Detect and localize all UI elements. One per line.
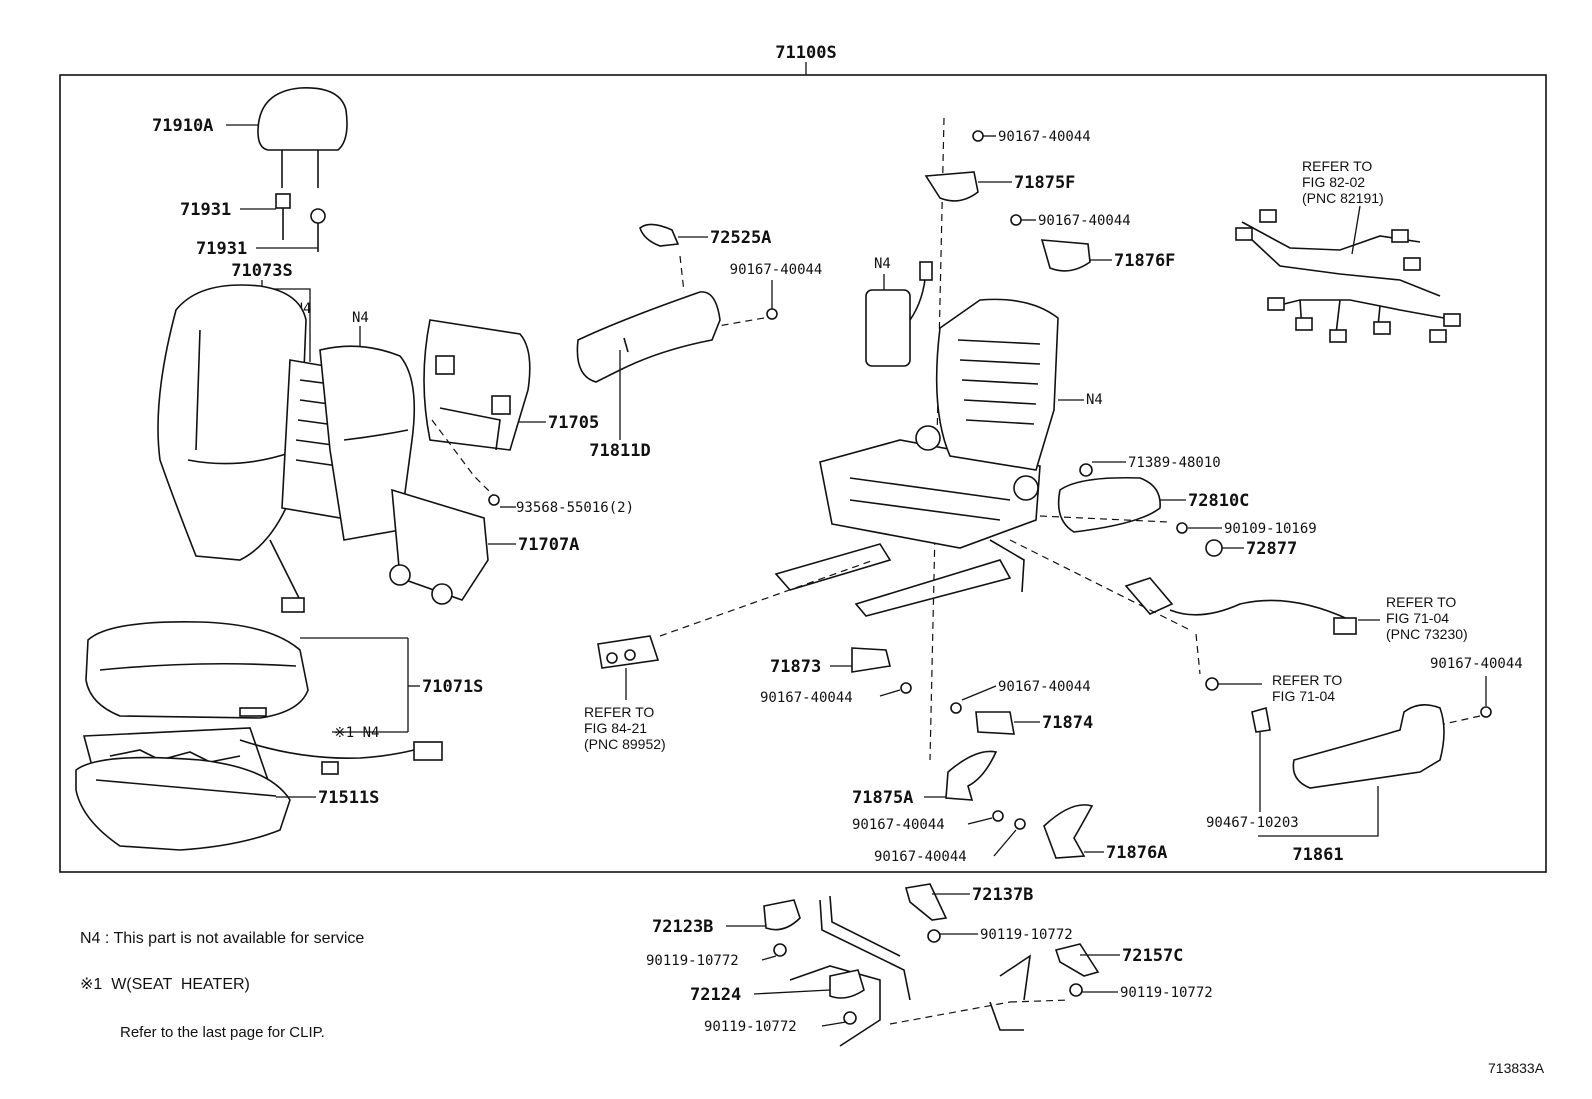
note-clip: Refer to the last page for CLIP.: [120, 1024, 325, 1041]
cover-71876f-drawing: [1040, 239, 1091, 272]
part-71705-label: 71705: [548, 413, 599, 433]
screw-90119-label-k: 90119-10772: [1120, 985, 1213, 1001]
cover-72137b-drawing: [904, 883, 948, 921]
part-71876f-label: 71876F: [1114, 251, 1175, 271]
part-71931-label-1: 71931: [180, 200, 231, 220]
screw-90167-label-c: 90167-40044: [760, 690, 853, 706]
assembly-frame: [59, 74, 1547, 873]
screw-90167-label-top: 90167-40044: [998, 129, 1091, 145]
part-71931-label-2: 71931: [196, 239, 247, 259]
lower-frame-drawing: [789, 895, 1032, 1047]
part-72525a-label: 72525A: [710, 228, 771, 248]
part-71873-label: 71873: [770, 657, 821, 677]
cover-71873-drawing: [851, 647, 891, 673]
cover-71875f-drawing: [924, 171, 979, 202]
ref-wire-harness: REFER TO FIG 82-02 (PNC 82191): [1302, 158, 1384, 206]
part-93568-label: 93568-55016(2): [516, 500, 634, 516]
figure-id: 713833A: [1488, 1060, 1545, 1076]
screw-90167-label-a: 90167-40044: [730, 262, 823, 278]
seat-belt-buckle-drawing: [1124, 577, 1357, 635]
side-shield-drawing: [576, 291, 721, 383]
armrest-drawing: [1057, 476, 1161, 533]
shield-71861-drawing: [1292, 704, 1445, 789]
note-n4: N4 : This part is not available for serv…: [80, 930, 365, 947]
screw-90119-label-j: 90119-10772: [980, 927, 1073, 943]
part-71874-label: 71874: [1042, 713, 1093, 733]
screw-90167-label-g: 90167-40044: [1430, 656, 1523, 672]
side-airbag-drawing: [865, 261, 933, 367]
seat-cushion-drawing: [85, 621, 309, 719]
part-72123b-label: 72123B: [652, 917, 713, 937]
seatback-lower-board-drawing: [389, 488, 489, 605]
airbag-n4-note: N4: [874, 256, 891, 272]
ref-seat-switch: REFER TO FIG 84-21 (PNC 89952): [584, 704, 666, 752]
cover-71875a-drawing: [945, 750, 998, 801]
part-72877-label: 72877: [1246, 539, 1297, 559]
seatback-board-drawing: [423, 319, 531, 451]
screw-90167-label-d: 90167-40044: [998, 679, 1091, 695]
screw-90167-label-b: 90167-40044: [1038, 213, 1131, 229]
headrest-drawing: [257, 87, 348, 188]
part-71707a-label: 71707A: [518, 535, 579, 555]
part-72810c-label: 72810C: [1188, 491, 1249, 511]
airbag-cover-drawing: [639, 223, 680, 247]
part-71071s-label: 71071S: [422, 677, 483, 697]
part-71511s-label: 71511S: [318, 788, 379, 808]
part-71875f-label: 71875F: [1014, 173, 1075, 193]
part-71910a-label: 71910A: [152, 116, 213, 136]
cover-72123b-drawing: [763, 899, 801, 931]
bolt-71389-label: 71389-48010: [1128, 455, 1221, 471]
note-seat-heater: ※1 W(SEAT HEATER): [80, 976, 250, 993]
part-71073s-label: 71073S: [231, 261, 292, 281]
screw-90119-label-h: 90119-10772: [646, 953, 739, 969]
ref-anchor: REFER TO FIG 71-04: [1272, 672, 1343, 704]
back-pad-note: N4: [352, 310, 369, 326]
ref-seat-belt: REFER TO FIG 71-04 (PNC 73230): [1386, 594, 1468, 642]
frame-n4-note: N4: [1086, 392, 1103, 408]
cover-71874-drawing: [975, 711, 1015, 735]
headrest-support-drawing: [275, 193, 326, 252]
screw-90119-label-i: 90119-10772: [704, 1019, 797, 1035]
screw-90109-label: 90109-10169: [1224, 521, 1317, 537]
cover-72124-drawing: [829, 969, 865, 999]
seatback-pad-drawing: [319, 345, 416, 541]
part-72157c-label: 72157C: [1122, 946, 1183, 966]
part-71876a-label: 71876A: [1106, 843, 1167, 863]
clip-90467-label: 90467-10203: [1206, 815, 1299, 831]
screw-90167-label-f: 90167-40044: [874, 849, 967, 865]
part-71811d-label: 71811D: [589, 441, 650, 461]
part-72137b-label: 72137B: [972, 885, 1033, 905]
screw-90167-label-e: 90167-40044: [852, 817, 945, 833]
part-71875a-label: 71875A: [852, 788, 913, 808]
assembly-part-number: 71100S: [775, 43, 836, 63]
cover-72157c-drawing: [1054, 943, 1100, 977]
seat-frame-drawing: [774, 298, 1059, 617]
cushion-pad-drawing: [75, 756, 291, 851]
wire-harness-drawing: [1235, 205, 1461, 343]
part-72124-label: 72124: [690, 985, 741, 1005]
cushion-heater-note: ※1 N4: [334, 725, 379, 741]
part-71861-label: 71861: [1292, 845, 1343, 865]
seat-switch-drawing: [597, 635, 660, 669]
seatback-cover-drawing: [157, 284, 307, 613]
cover-71876a-drawing: [1043, 804, 1094, 859]
